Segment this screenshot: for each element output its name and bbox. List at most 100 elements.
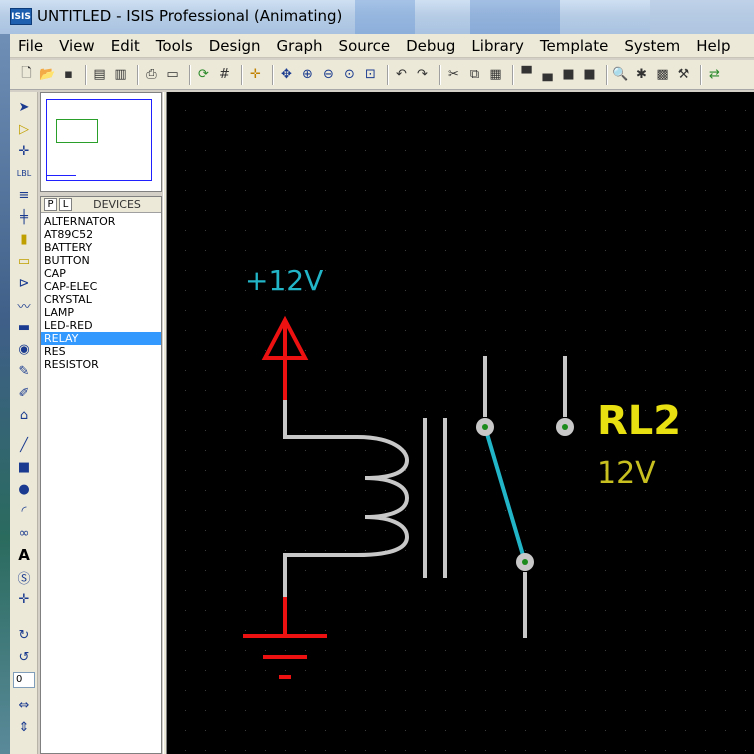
menu-file[interactable]: File	[18, 36, 44, 55]
redo-icon[interactable]: ↷	[417, 67, 428, 82]
packaging-icon[interactable]: ▩	[656, 67, 669, 82]
list-item[interactable]: RES	[44, 345, 66, 358]
origin-icon[interactable]: ✛	[250, 67, 261, 82]
path-icon[interactable]: ∞	[18, 525, 30, 541]
current-probe-icon[interactable]: ✐	[18, 385, 30, 401]
zoom-in-icon[interactable]: ⊕	[302, 67, 313, 82]
list-item-selected[interactable]: RELAY	[41, 332, 161, 345]
block-move-icon[interactable]: ▄	[542, 67, 553, 82]
rotate-anticlockwise-icon[interactable]: ↺	[18, 649, 30, 665]
pick-device-icon[interactable]: 🔍	[612, 67, 629, 82]
block-delete-icon[interactable]: ■	[583, 67, 596, 82]
voltage-probe-icon[interactable]: ✎	[18, 363, 30, 379]
list-item[interactable]: LED-RED	[44, 319, 93, 332]
new-file-icon[interactable]: 🗋	[21, 65, 32, 81]
circle-icon[interactable]: ●	[18, 481, 30, 497]
graph-mode-icon[interactable]: 〰	[17, 299, 31, 315]
pan-icon[interactable]: ✥	[281, 67, 292, 82]
pick-devices-button[interactable]: P	[44, 198, 57, 211]
menu-design[interactable]: Design	[208, 36, 261, 55]
list-item[interactable]: AT89C52	[44, 228, 94, 241]
import-icon[interactable]: ▤	[93, 67, 106, 82]
text-icon[interactable]: A	[18, 546, 30, 564]
symbol-icon[interactable]: Ⓢ	[17, 571, 31, 587]
device-pins-icon[interactable]: ⊳	[18, 275, 30, 291]
list-item[interactable]: LAMP	[44, 306, 75, 319]
undo-icon[interactable]: ↶	[396, 67, 407, 82]
zoom-all-icon[interactable]: ⊙	[344, 67, 355, 82]
rotate-clockwise-icon[interactable]: ↻	[18, 627, 30, 643]
title-bar[interactable]: ISIS UNTITLED - ISIS Professional (Anima…	[0, 0, 754, 34]
rotation-angle-input[interactable]: 0	[13, 672, 35, 688]
menu-help[interactable]: Help	[696, 36, 731, 55]
block-copy-icon[interactable]: ▀	[521, 67, 532, 82]
copy-icon[interactable]: ⧉	[469, 67, 480, 82]
junction-dot-icon[interactable]: ✛	[18, 143, 30, 159]
mode-toolbar: ➤ ▷ ✛ LBL ≡ ╪ ▮ ▭ ⊳ 〰 ▬ ◉ ✎ ✐ ⌂ ╱ ■ ● ◜ …	[10, 92, 38, 754]
wire-label-icon[interactable]: LBL	[16, 168, 32, 178]
save-file-icon[interactable]: ▪	[64, 67, 73, 82]
relay-rl2[interactable]	[283, 356, 574, 638]
make-device-icon[interactable]: ✱	[636, 67, 647, 82]
component-mode-icon[interactable]: ▷	[19, 121, 29, 137]
buses-icon[interactable]: ╪	[20, 209, 28, 225]
block-rotate-icon[interactable]: ■	[562, 67, 575, 82]
overview-view-rectangle	[56, 119, 98, 143]
cut-icon[interactable]: ✂	[448, 67, 459, 82]
menu-template[interactable]: Template	[539, 36, 609, 55]
terminals-icon[interactable]: ▭	[17, 253, 31, 269]
menu-bar: File View Edit Tools Design Graph Source…	[10, 34, 754, 58]
line-icon[interactable]: ╱	[20, 437, 28, 453]
mirror-vertical-icon[interactable]: ⇕	[18, 719, 30, 735]
ground-terminal[interactable]	[243, 597, 327, 679]
library-manager-button[interactable]: L	[59, 198, 72, 211]
list-item[interactable]: CRYSTAL	[44, 293, 92, 306]
grid-icon[interactable]: #	[219, 67, 230, 82]
paste-icon[interactable]: ▦	[489, 67, 502, 82]
open-file-icon[interactable]: 📂	[39, 67, 56, 82]
mirror-horizontal-icon[interactable]: ⇔	[18, 697, 30, 713]
virtual-instruments-icon[interactable]: ⌂	[19, 407, 29, 423]
list-item[interactable]: BUTTON	[44, 254, 90, 267]
menu-debug[interactable]: Debug	[406, 36, 456, 55]
print-area-icon[interactable]: ▭	[166, 67, 179, 82]
list-item[interactable]: CAP	[44, 267, 66, 280]
list-item[interactable]: CAP-ELEC	[44, 280, 98, 293]
list-item[interactable]: BATTERY	[44, 241, 93, 254]
relay-value-label: 12V	[597, 456, 656, 491]
marker-icon[interactable]: ✛	[18, 591, 30, 607]
list-item[interactable]: ALTERNATOR	[44, 215, 116, 228]
print-icon[interactable]: ⎙	[146, 67, 157, 82]
decompose-icon[interactable]: ⚒	[677, 67, 690, 82]
power-terminal[interactable]	[261, 315, 309, 400]
devices-header: P L DEVICES	[41, 197, 161, 213]
subcircuit-icon[interactable]: ▮	[20, 231, 28, 247]
tape-recorder-icon[interactable]: ▬	[17, 319, 31, 335]
overview-window[interactable]	[40, 92, 162, 192]
canvas-grid	[167, 92, 754, 754]
desktop-edge	[0, 34, 10, 754]
menu-library[interactable]: Library	[471, 36, 524, 55]
menu-edit[interactable]: Edit	[110, 36, 140, 55]
relay-reference-label: RL2	[597, 398, 682, 444]
text-script-icon[interactable]: ≡	[18, 187, 30, 203]
zoom-out-icon[interactable]: ⊖	[323, 67, 334, 82]
menu-source[interactable]: Source	[338, 36, 391, 55]
selection-mode-icon[interactable]: ➤	[18, 99, 30, 115]
box-icon[interactable]: ■	[17, 459, 31, 475]
wire-autorouter-icon[interactable]: ⇄	[709, 67, 720, 82]
menu-system[interactable]: System	[624, 36, 681, 55]
menu-graph[interactable]: Graph	[276, 36, 323, 55]
menu-view[interactable]: View	[59, 36, 95, 55]
generator-icon[interactable]: ◉	[18, 341, 30, 357]
window-title: UNTITLED - ISIS Professional (Animating)	[37, 7, 343, 25]
overview-sheet-border	[46, 99, 152, 181]
menu-tools[interactable]: Tools	[155, 36, 193, 55]
export-icon[interactable]: ▥	[114, 67, 127, 82]
schematic-canvas[interactable]: +12V RL2 12V	[167, 92, 754, 754]
zoom-area-icon[interactable]: ⊡	[365, 67, 376, 82]
arc-icon[interactable]: ◜	[21, 503, 27, 519]
list-item[interactable]: RESISTOR	[44, 358, 99, 371]
redraw-icon[interactable]: ⟳	[198, 67, 209, 82]
panel-splitter[interactable]	[163, 92, 167, 754]
